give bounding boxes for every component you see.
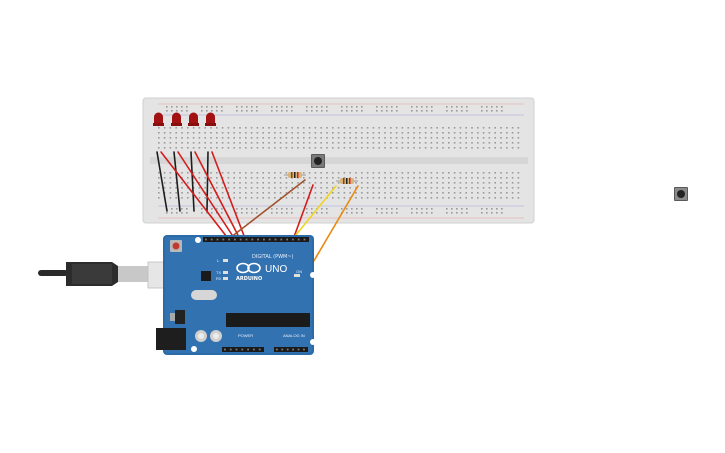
led-group: [153, 112, 216, 127]
wire-red-3[interactable]: [194, 151, 242, 242]
wire-brown[interactable]: [225, 179, 306, 242]
arduino-logo-text: ARDUINO: [236, 276, 262, 282]
header-pins: [205, 238, 306, 351]
dc-jack[interactable]: [156, 328, 186, 350]
wire-black-1[interactable]: [156, 151, 168, 212]
digital-label: DIGITAL (PWM~): [252, 254, 294, 260]
led-1[interactable]: [153, 112, 164, 127]
breadboard[interactable]: [142, 97, 535, 224]
resistor-1[interactable]: [284, 172, 306, 178]
pushbutton[interactable]: [311, 154, 325, 168]
arduino-uno[interactable]: DIGITAL (PWM~) ARDUINO UNO L TX RX ON: [156, 235, 316, 355]
l-led-label: L: [217, 258, 220, 263]
analog-header[interactable]: [274, 347, 308, 352]
rx-label: RX: [216, 276, 222, 281]
wire-red-4[interactable]: [211, 151, 247, 242]
power-label: POWER: [238, 333, 253, 338]
wire-yellow[interactable]: [290, 185, 337, 242]
usb-cable[interactable]: [38, 261, 185, 289]
wire-black-4[interactable]: [206, 151, 209, 212]
breadboard-holes: [158, 106, 520, 214]
arduino-logo: ARDUINO: [236, 262, 262, 282]
wire-red-2[interactable]: [177, 151, 237, 242]
on-led-label: ON: [296, 269, 302, 274]
analog-label: ANALOG IN: [283, 333, 305, 338]
wire-black-2[interactable]: [173, 151, 181, 212]
digital-header[interactable]: [203, 237, 309, 242]
pushbutton-standalone[interactable]: [674, 187, 688, 201]
wire-black-3[interactable]: [190, 151, 195, 212]
resistor-2[interactable]: [336, 178, 358, 184]
uno-label: UNO: [265, 264, 287, 275]
tx-label: TX: [216, 270, 221, 275]
wire-red-1[interactable]: [160, 151, 231, 242]
led-4[interactable]: [205, 112, 216, 127]
led-3[interactable]: [188, 112, 199, 127]
led-2[interactable]: [171, 112, 182, 127]
atmega-chip: [226, 313, 310, 327]
